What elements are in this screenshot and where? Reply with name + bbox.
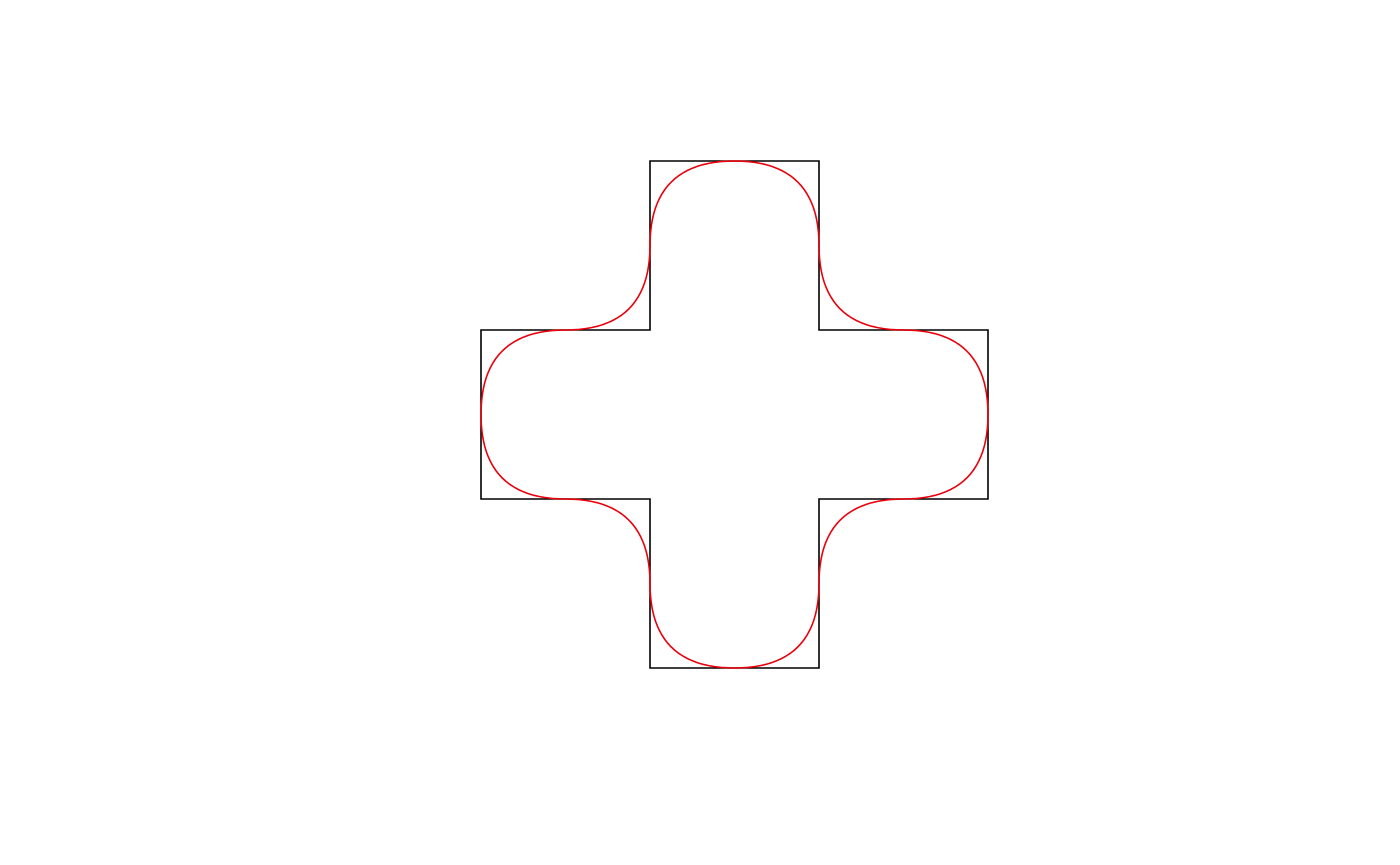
rounded-cross-curve — [480, 160, 989, 669]
cross-outline — [480, 160, 989, 669]
